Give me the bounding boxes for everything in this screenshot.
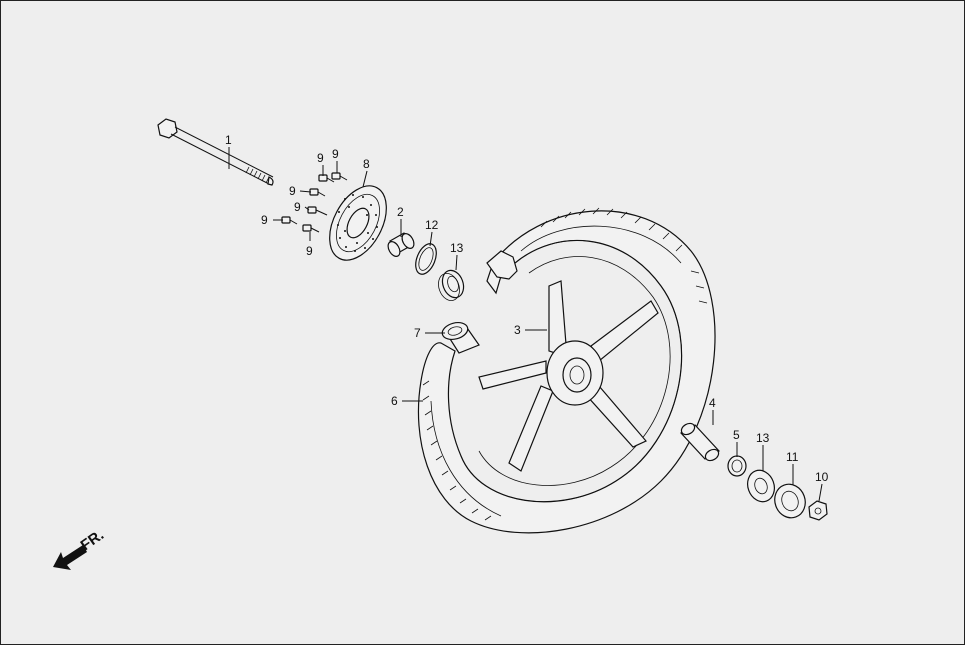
callouts: 1 2 3 4 5 6 7 8 9 9 9 9 9 9 10 11 12 13 … bbox=[225, 133, 829, 484]
axle-bolt bbox=[157, 118, 274, 186]
callout-9: 9 bbox=[306, 244, 313, 258]
callout-4: 4 bbox=[709, 396, 716, 410]
bearing-right bbox=[747, 469, 775, 503]
side-collar bbox=[441, 321, 480, 354]
callout-9: 9 bbox=[332, 147, 339, 161]
callout-2: 2 bbox=[397, 205, 404, 219]
callout-12: 12 bbox=[425, 218, 439, 232]
callout-9: 9 bbox=[317, 151, 324, 165]
leader-lines bbox=[228, 147, 823, 502]
callout-10: 10 bbox=[815, 470, 829, 484]
brake-disc bbox=[329, 185, 387, 261]
callout-13: 13 bbox=[756, 431, 770, 445]
axle-nut bbox=[808, 500, 828, 521]
callout-7: 7 bbox=[414, 326, 421, 340]
retainer-clip bbox=[727, 455, 747, 477]
callout-5: 5 bbox=[733, 428, 740, 442]
dust-seal-ring bbox=[415, 243, 437, 275]
callout-6: 6 bbox=[391, 394, 398, 408]
callout-3: 3 bbox=[514, 323, 521, 337]
callout-8: 8 bbox=[363, 157, 370, 171]
callout-1: 1 bbox=[225, 133, 232, 147]
oil-seal bbox=[774, 483, 806, 519]
callout-9: 9 bbox=[294, 200, 301, 214]
callout-11: 11 bbox=[786, 450, 799, 464]
wheel-rim bbox=[460, 240, 682, 503]
callout-9: 9 bbox=[289, 184, 296, 198]
bearing-left bbox=[438, 269, 465, 301]
callout-13: 13 bbox=[450, 241, 464, 255]
tire bbox=[417, 207, 716, 534]
spacer-collar bbox=[387, 232, 415, 257]
front-direction-arrow-icon bbox=[53, 545, 87, 570]
callout-9: 9 bbox=[261, 213, 268, 227]
distance-collar bbox=[680, 422, 720, 462]
